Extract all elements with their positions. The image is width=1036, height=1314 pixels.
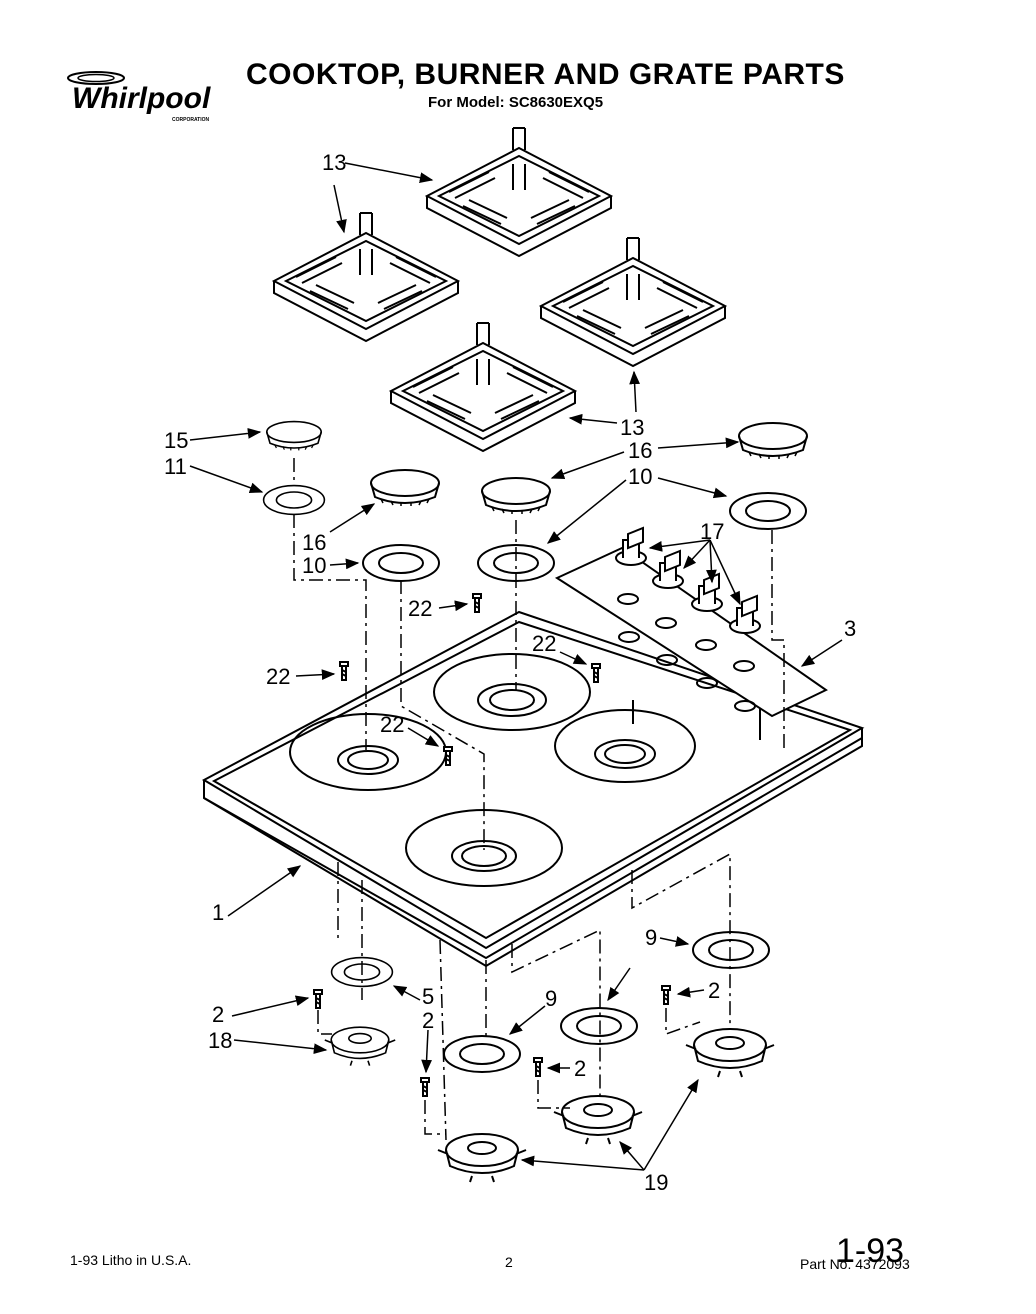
control-knob-4 <box>729 595 761 634</box>
control-knob-2 <box>652 550 684 589</box>
callout-labels: 13 13 15 11 16 16 10 10 17 22 22 22 22 3… <box>164 150 856 1195</box>
page-title: COOKTOP, BURNER AND GRATE PARTS <box>246 58 845 91</box>
callout-17: 17 <box>700 519 724 544</box>
callout-5: 5 <box>422 984 434 1009</box>
callout-18: 18 <box>208 1028 232 1053</box>
screw-2-d <box>661 985 671 1005</box>
screw-2-b <box>420 1077 430 1097</box>
grate-front-center <box>390 322 576 452</box>
litho-note: 1-93 Litho in U.S.A. <box>70 1252 192 1268</box>
callout-2-left: 2 <box>212 1002 224 1027</box>
logo-wordmark: Whirlpool <box>72 82 211 115</box>
alignment-lines <box>293 458 785 1141</box>
callout-2-mid: 2 <box>422 1008 434 1033</box>
burner-cap-small <box>266 420 323 452</box>
control-knob-3 <box>691 573 723 612</box>
callout-2-right: 2 <box>708 978 720 1003</box>
burner-assembly-18 <box>324 1026 397 1067</box>
callout-13-top: 13 <box>322 150 346 175</box>
screw-2-a <box>313 989 323 1009</box>
callout-22-b: 22 <box>266 664 290 689</box>
callout-9-left: 9 <box>545 986 557 1011</box>
handwritten-date: 1-93 <box>836 1232 904 1270</box>
callout-16-right: 16 <box>628 438 652 463</box>
callout-22-a: 22 <box>408 596 432 621</box>
burner-cap-center <box>481 477 551 515</box>
grate-top-left <box>273 212 459 342</box>
callout-22-d: 22 <box>380 712 404 737</box>
burner-ring-right <box>729 492 807 530</box>
callout-11: 11 <box>164 454 187 479</box>
part-number: Part No. 4372093 <box>800 1256 910 1272</box>
callout-22-c: 22 <box>532 631 556 656</box>
burner-cap-left <box>370 469 440 507</box>
burner-ring-left <box>362 544 440 582</box>
callout-16-left: 16 <box>302 530 326 555</box>
model-line: For Model: SC8630EXQ5 <box>428 94 604 111</box>
burner-assembly-19a <box>437 1133 527 1183</box>
screw-22-b <box>339 661 349 681</box>
burner-ring-small <box>262 484 326 516</box>
callout-9-right: 9 <box>645 925 657 950</box>
control-panel <box>554 546 828 718</box>
burner-base-ring-9c <box>692 931 770 969</box>
whirlpool-logo: Whirlpool CORPORATION <box>67 71 211 123</box>
burner-cap-right <box>738 422 808 460</box>
callout-15: 15 <box>164 428 188 453</box>
control-knob-1 <box>615 527 647 566</box>
burner-base-ring-9b <box>560 1007 638 1045</box>
callout-10-right: 10 <box>628 464 652 489</box>
leader-arrows <box>189 162 843 1171</box>
burner-assembly-19b <box>553 1095 643 1145</box>
screw-22-a <box>472 593 482 613</box>
page-number: 2 <box>505 1254 513 1270</box>
burner-assembly-19c <box>685 1028 775 1078</box>
burner-base-ring-9a <box>443 1035 521 1073</box>
callout-2-center: 2 <box>574 1056 586 1081</box>
grate-top-right <box>540 237 726 367</box>
screw-2-c <box>533 1057 543 1077</box>
logo-subtext: CORPORATION <box>172 117 210 123</box>
callout-3: 3 <box>844 616 856 641</box>
callout-1: 1 <box>212 900 224 925</box>
callout-10-left: 10 <box>302 553 326 578</box>
grate-top-center <box>426 127 612 257</box>
callout-13-bottom: 13 <box>620 415 644 440</box>
callout-19: 19 <box>644 1170 668 1195</box>
